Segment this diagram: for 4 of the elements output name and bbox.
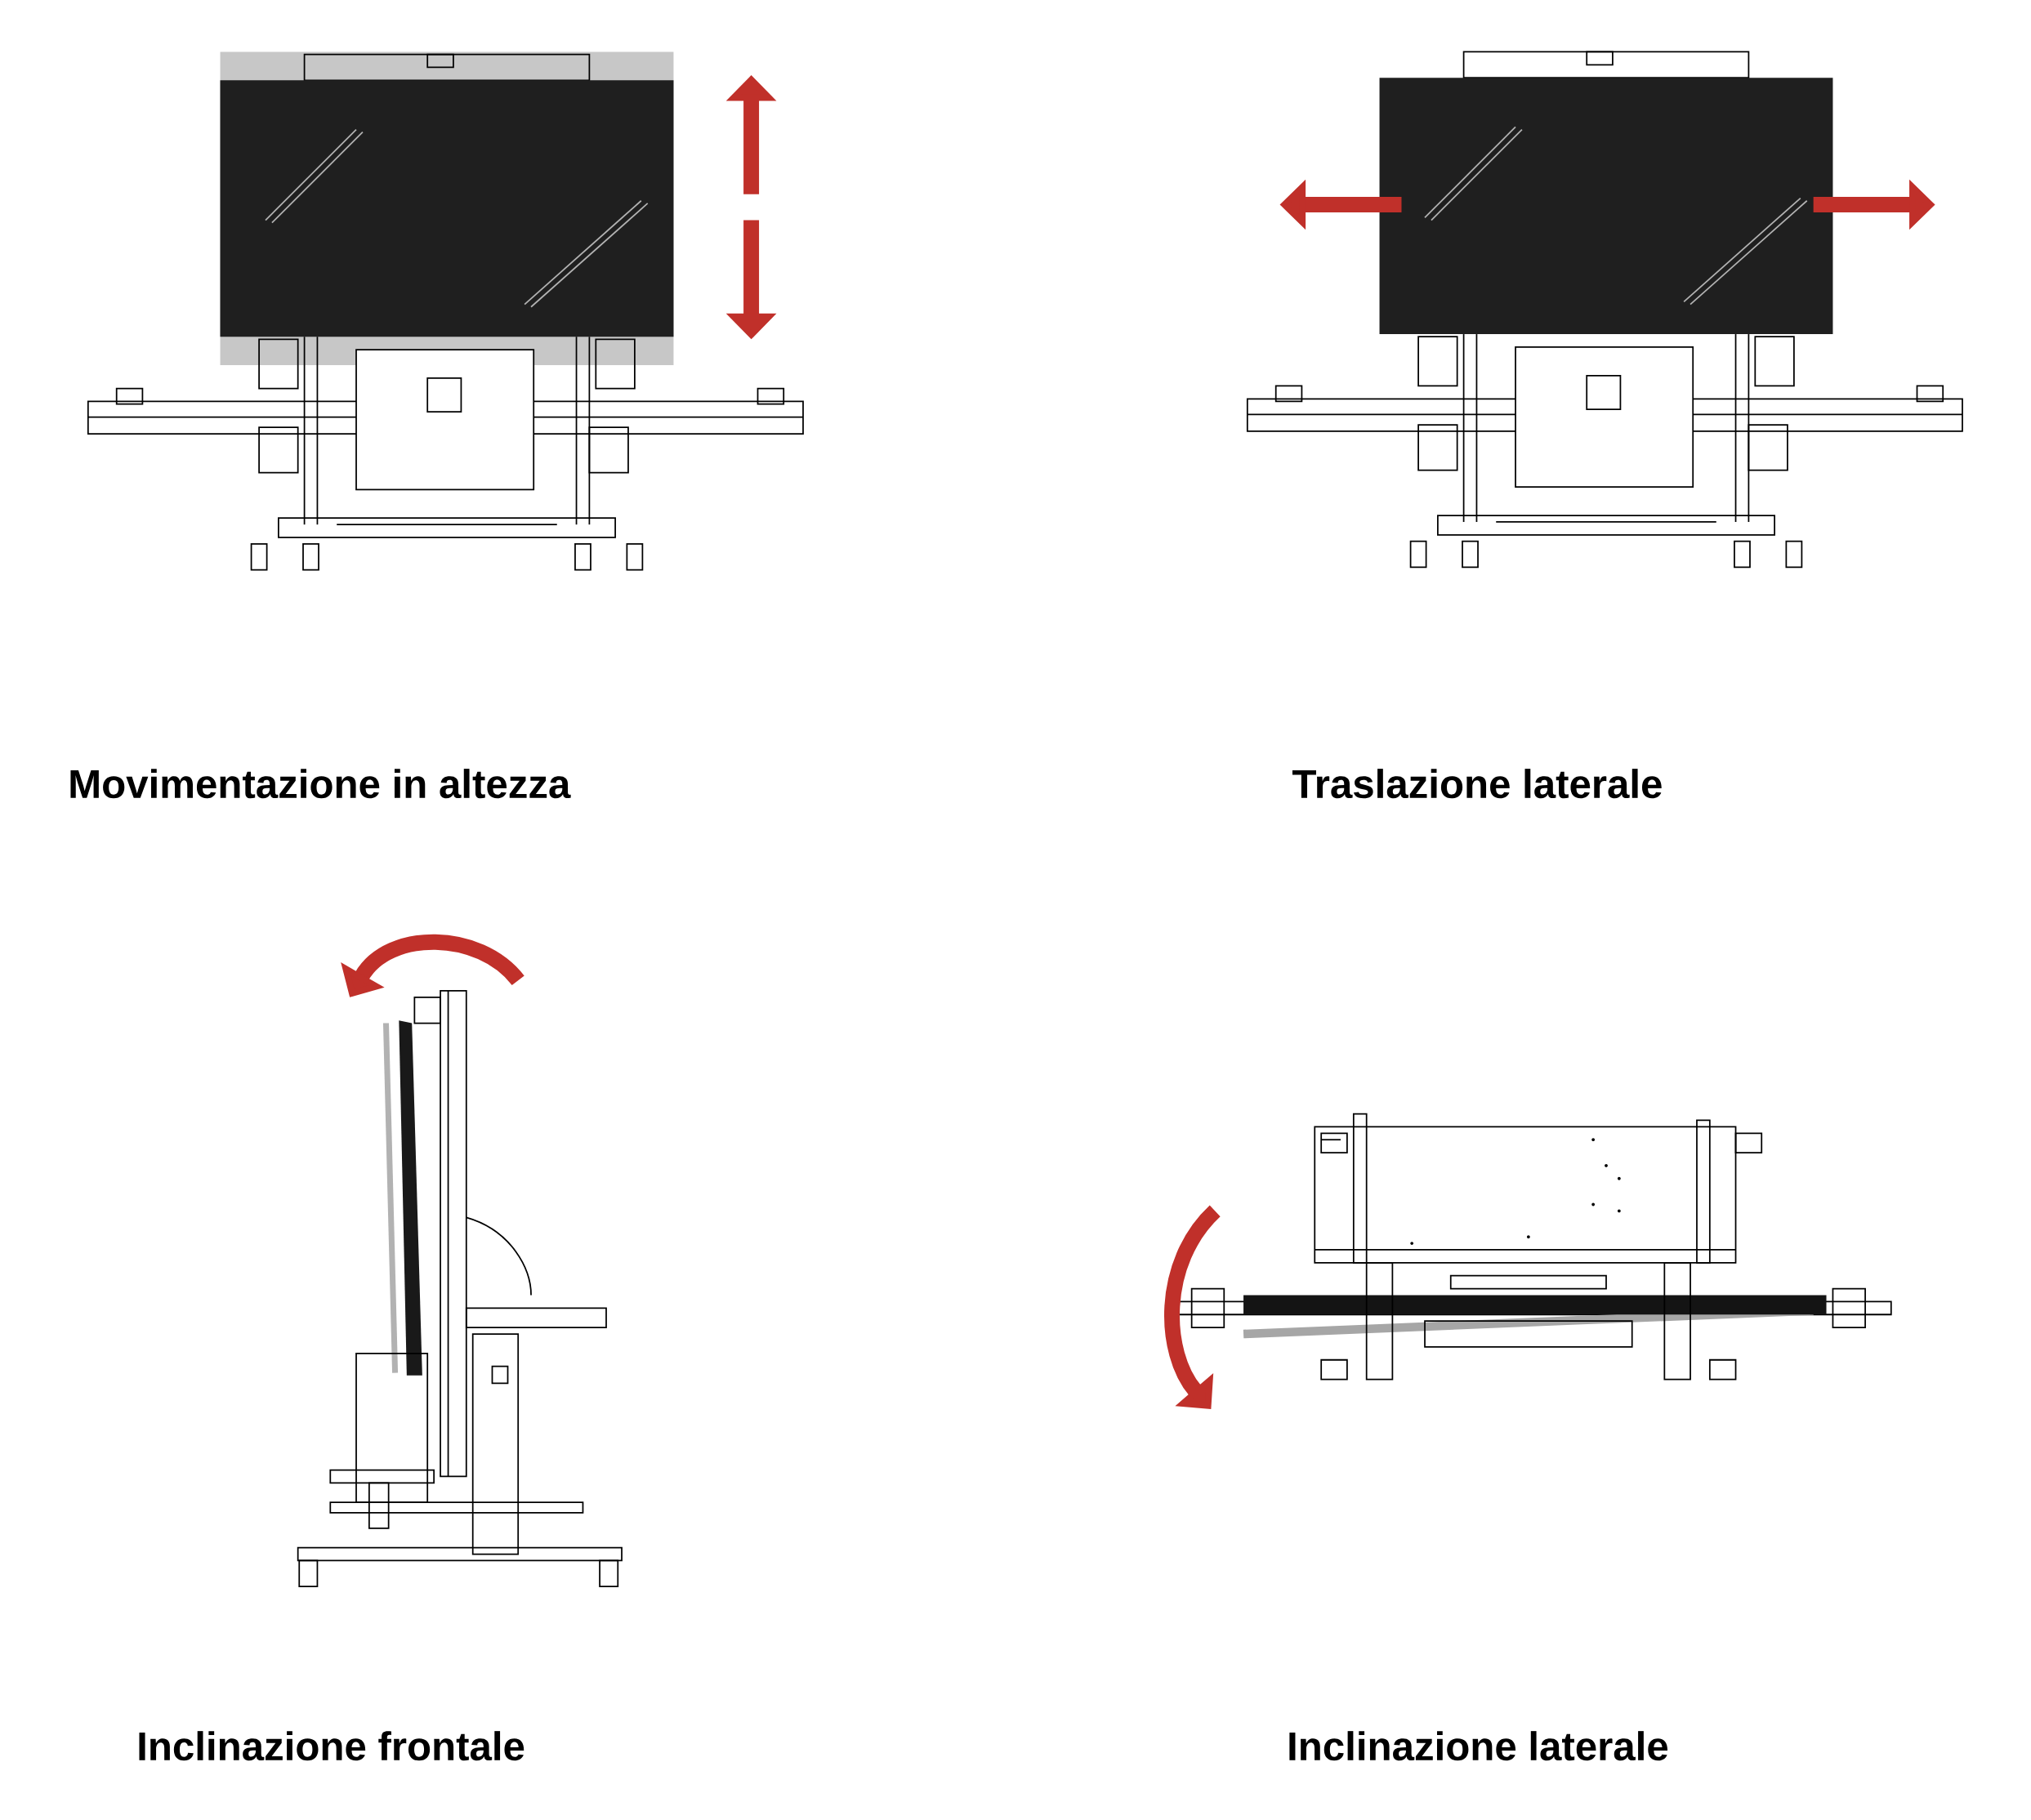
caption: Inclinazione laterale <box>1289 1731 1668 1761</box>
caption: Movimentazione in altezza <box>70 769 571 799</box>
caption: Traslazione laterale <box>1292 769 1662 799</box>
caption: Inclinazione frontale <box>139 1731 524 1761</box>
